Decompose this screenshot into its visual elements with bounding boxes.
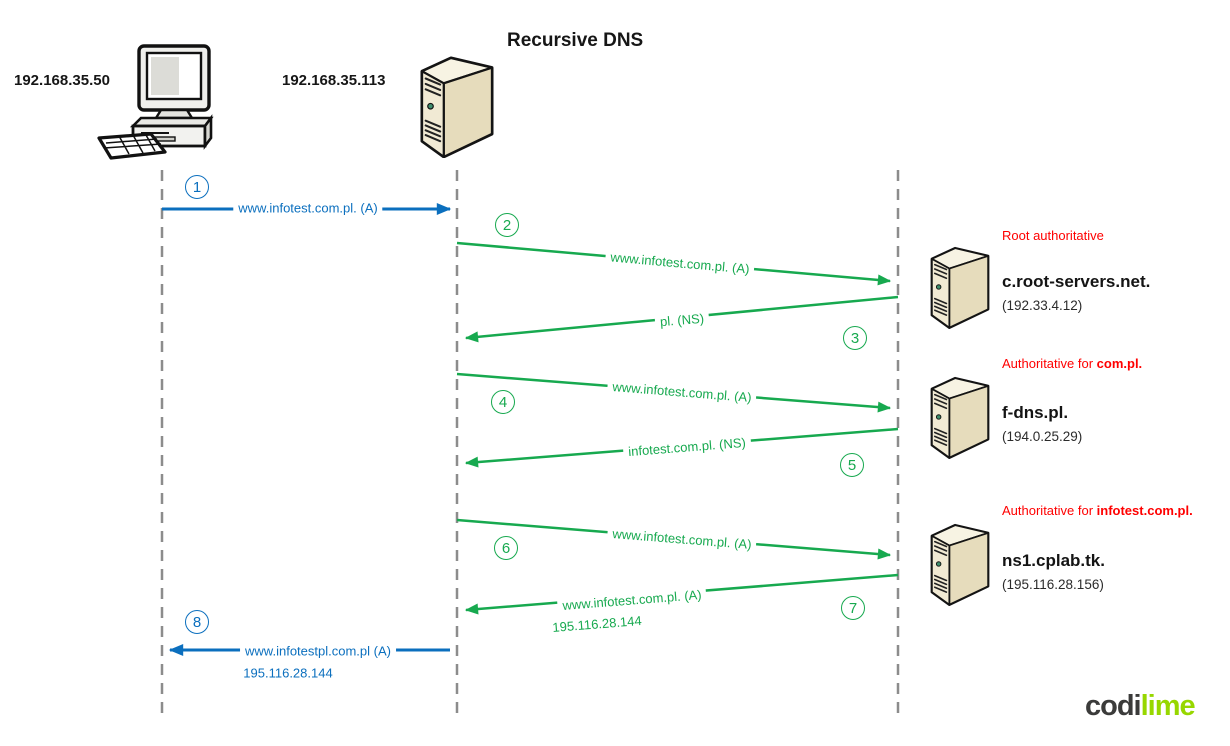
step-3-badge: 3	[843, 326, 867, 350]
diagram-title: Recursive DNS	[507, 30, 644, 51]
step-1-badge: 1	[185, 175, 209, 199]
tld-server-name: f-dns.pl.	[1002, 403, 1069, 422]
logo-lime-text: lime	[1140, 690, 1196, 722]
step-4-badge: 4	[491, 390, 515, 414]
step-5-badge: 5	[840, 453, 864, 477]
root-server-caption: Root authoritative	[1002, 228, 1104, 243]
root-server-ip: (192.33.4.12)	[1002, 298, 1083, 313]
authoritative-server-name: ns1.cplab.tk.	[1002, 551, 1105, 570]
tld-server-caption: Authoritative for com.pl.	[1002, 356, 1142, 371]
authoritative-server-ip: (195.116.28.156)	[1002, 577, 1104, 592]
caption-bold-text: com.pl.	[1096, 356, 1143, 371]
recursive-dns-server-icon	[416, 52, 498, 158]
step-7-badge: 7	[841, 596, 865, 620]
root-server-icon	[928, 243, 992, 329]
authoritative-server-icon	[928, 520, 992, 606]
caption-text: Root authoritative	[1002, 228, 1104, 243]
step-6-badge: 6	[494, 536, 518, 560]
root-server-name: c.root-servers.net.	[1002, 272, 1151, 291]
authoritative-server-caption: Authoritative for infotest.com.pl.	[1002, 503, 1193, 518]
caption-text: Authoritative for	[1002, 503, 1097, 518]
caption-bold-text: infotest.com.pl.	[1096, 503, 1193, 518]
message-1-label: www.infotest.com.pl. (A)	[233, 200, 383, 216]
client-ip-label: 192.168.35.50	[14, 72, 110, 89]
codilime-logo: codilime	[1085, 690, 1196, 723]
tld-server-ip: (194.0.25.29)	[1002, 429, 1083, 444]
caption-text: Authoritative for	[1002, 356, 1097, 371]
message-8-answer-ip: 195.116.28.144	[238, 665, 338, 681]
client-computer-icon	[93, 40, 223, 162]
recursive-dns-ip-label: 192.168.35.113	[282, 72, 386, 89]
tld-server-icon	[928, 373, 992, 459]
step-2-badge: 2	[495, 213, 519, 237]
message-8-label: www.infotestpl.com.pl (A)	[240, 643, 396, 659]
logo-codi-text: codi	[1085, 690, 1142, 722]
step-8-badge: 8	[185, 610, 209, 634]
